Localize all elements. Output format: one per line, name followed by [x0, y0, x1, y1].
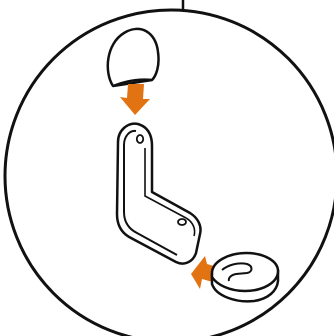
detail-circle — [5, 10, 334, 336]
bracket-hole-top — [137, 135, 143, 143]
slotted-foot-part — [212, 253, 278, 301]
bracket-hole-bottom — [178, 219, 186, 225]
